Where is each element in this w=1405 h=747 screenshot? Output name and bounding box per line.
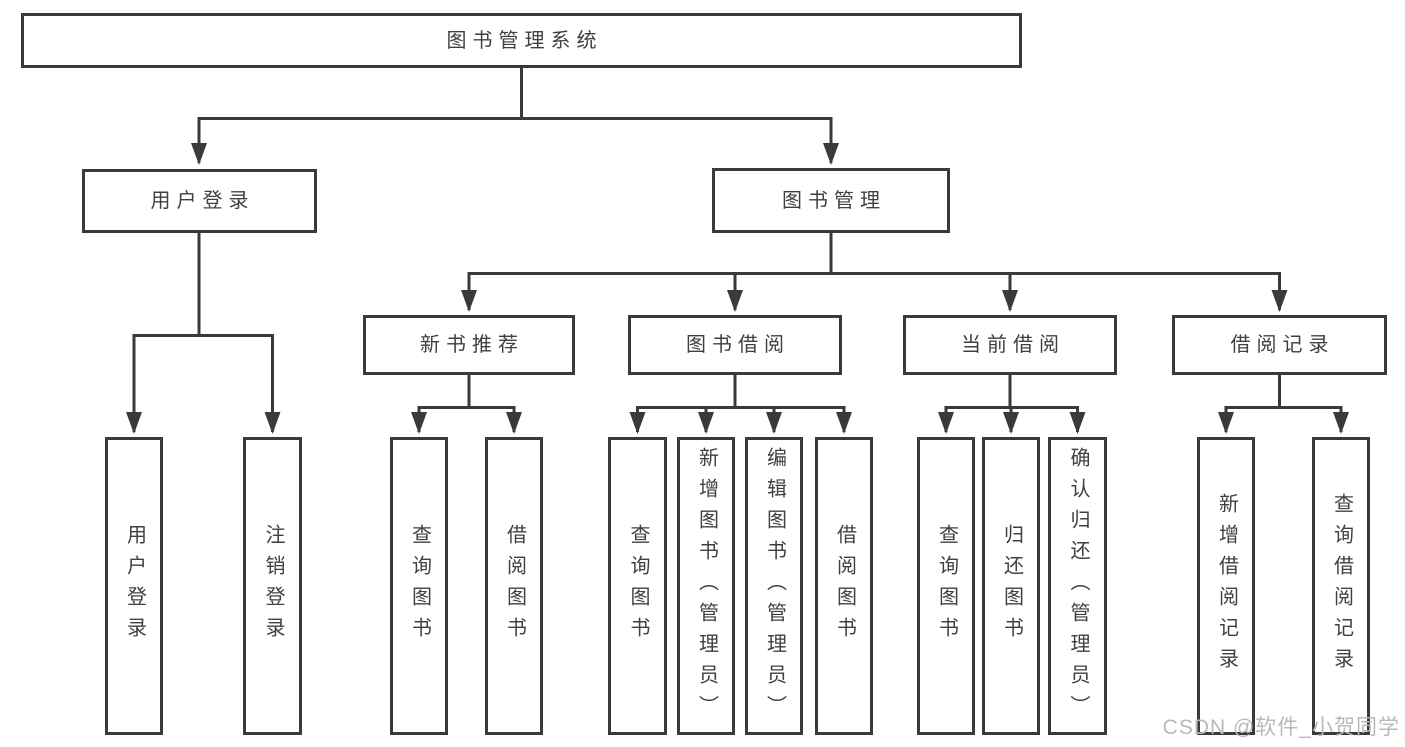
node-label: 新增借阅记录 <box>1215 493 1238 679</box>
node-label: 查询图书 <box>627 524 649 648</box>
node-label: 用户登录 <box>150 190 255 212</box>
node-book-management: 图书管理 <box>712 168 950 233</box>
node-label: 借阅记录 <box>1230 334 1335 356</box>
leaf-confirm-return-admin: 确认归还（管理员） <box>1048 437 1107 735</box>
node-label: 查询借阅记录 <box>1330 493 1353 679</box>
node-label: 归还图书 <box>1000 524 1023 648</box>
leaf-borrow-books-recommend: 借阅图书 <box>485 437 543 735</box>
csdn-watermark: CSDN @软件_小贺同学 <box>1162 716 1400 739</box>
node-label: 借阅图书 <box>833 524 856 648</box>
leaf-user-login: 用户登录 <box>105 437 163 735</box>
leaf-query-books-current: 查询图书 <box>917 437 975 735</box>
node-new-book-recommendation: 新书推荐 <box>363 315 575 375</box>
node-label: 当前借阅 <box>961 334 1065 356</box>
node-system-root: 图书管理系统 <box>21 13 1022 68</box>
node-label: 图书管理 <box>782 189 886 212</box>
node-label: 新书推荐 <box>420 334 524 356</box>
leaf-add-book-admin: 新增图书（管理员） <box>677 437 735 735</box>
node-label: 图书借阅 <box>686 334 790 356</box>
node-label: 图书管理系统 <box>446 29 603 52</box>
node-label: 用户登录 <box>123 524 146 648</box>
leaf-add-borrow-record: 新增借阅记录 <box>1197 437 1255 735</box>
node-label: 查询图书 <box>408 524 431 648</box>
leaf-borrow-books-borrowing: 借阅图书 <box>815 437 873 735</box>
leaf-query-books-recommend: 查询图书 <box>390 437 448 735</box>
leaf-return-books: 归还图书 <box>982 437 1040 735</box>
node-label: 确认归还（管理员） <box>1067 446 1089 726</box>
connector-trunks <box>134 68 1341 409</box>
leaf-logout: 注销登录 <box>243 437 302 735</box>
leaf-edit-book-admin: 编辑图书（管理员） <box>745 437 803 735</box>
node-current-borrowing: 当前借阅 <box>903 315 1117 375</box>
node-borrowing-records: 借阅记录 <box>1172 315 1387 375</box>
leaf-query-borrow-record: 查询借阅记录 <box>1312 437 1370 735</box>
node-user-login: 用户登录 <box>82 169 317 233</box>
node-book-borrowing: 图书借阅 <box>628 315 842 375</box>
node-label: 查询图书 <box>935 524 958 648</box>
node-label: 编辑图书（管理员） <box>763 446 786 726</box>
node-label: 注销登录 <box>262 524 284 648</box>
leaf-query-books-borrowing: 查询图书 <box>608 437 667 735</box>
node-label: 借阅图书 <box>503 524 526 648</box>
node-label: 新增图书（管理员） <box>695 446 718 726</box>
